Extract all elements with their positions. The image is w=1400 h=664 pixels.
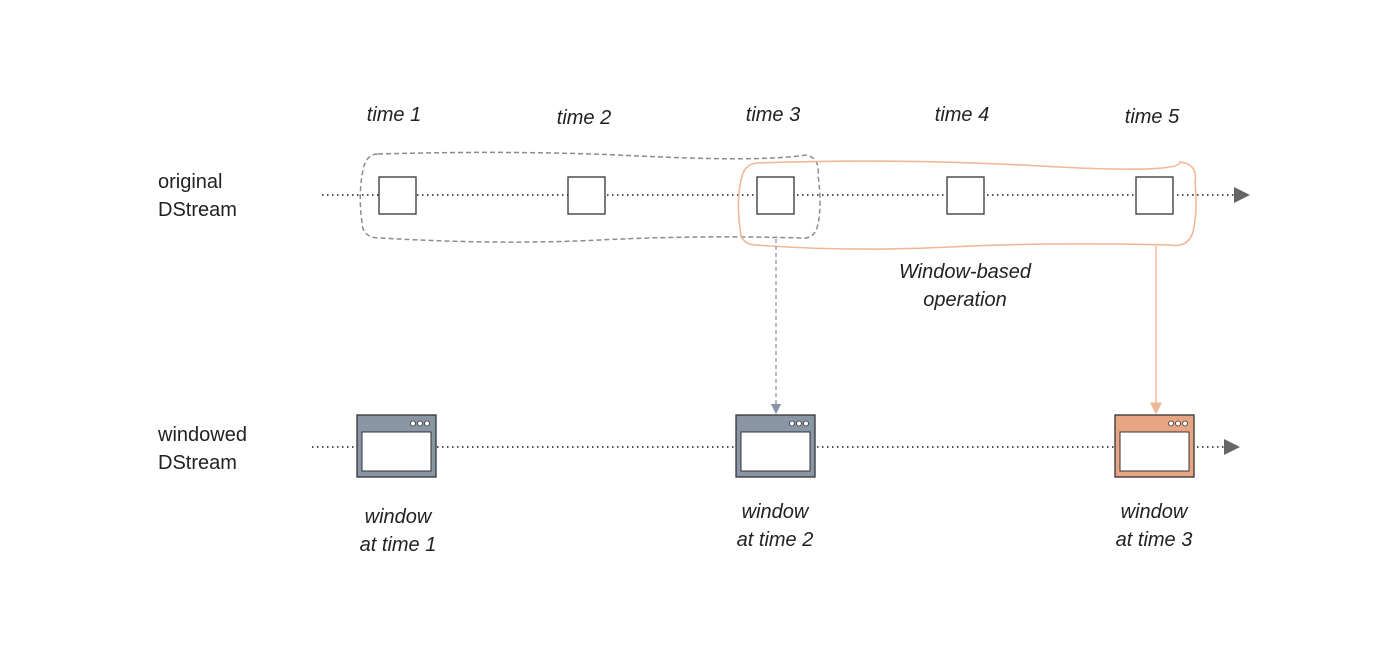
rdd-box-time-4 xyxy=(946,176,985,215)
window-caption-3-line1: window xyxy=(1120,501,1188,523)
window-caption-1-line1: window xyxy=(364,506,432,528)
window-caption-3-line2: at time 3 xyxy=(1115,529,1193,551)
window-icon-3 xyxy=(1114,414,1195,478)
row-label-windowed: windowed DStream xyxy=(158,421,247,477)
window-caption-2-line1: window xyxy=(741,501,809,523)
time-label-5: time 5 xyxy=(1124,106,1180,128)
row-label-windowed-line2: DStream xyxy=(158,452,237,474)
rdd-box-time-2 xyxy=(567,176,606,215)
operation-label: Window-based operation xyxy=(899,258,1031,314)
row-label-original-line1: original xyxy=(158,171,223,193)
row-label-windowed-line1: windowed xyxy=(158,424,247,446)
rdd-box-time-5 xyxy=(1135,176,1174,215)
rdd-box-time-1 xyxy=(378,176,417,215)
operation-label-line1: Window-based xyxy=(898,261,1032,283)
window-caption-2: window at time 2 xyxy=(737,498,814,554)
window-caption-1: window at time 1 xyxy=(360,503,437,559)
window-caption-1-line2: at time 1 xyxy=(359,534,437,556)
operation-label-line2: operation xyxy=(923,289,1007,311)
time-label-4: time 4 xyxy=(934,104,990,126)
time-label-1: time 1 xyxy=(366,104,422,126)
window-icon-1 xyxy=(356,414,437,478)
rdd-box-time-3 xyxy=(756,176,795,215)
window-icon-2 xyxy=(735,414,816,478)
window-outline-orange xyxy=(737,160,1197,250)
window-outline-gray xyxy=(359,151,821,243)
row-label-original: original DStream xyxy=(158,168,237,224)
window-caption-3: window at time 3 xyxy=(1116,498,1193,554)
time-label-3: time 3 xyxy=(745,104,801,126)
window-caption-2-line2: at time 2 xyxy=(736,529,814,551)
time-label-2: time 2 xyxy=(556,107,612,129)
row-label-original-line2: DStream xyxy=(158,199,237,221)
